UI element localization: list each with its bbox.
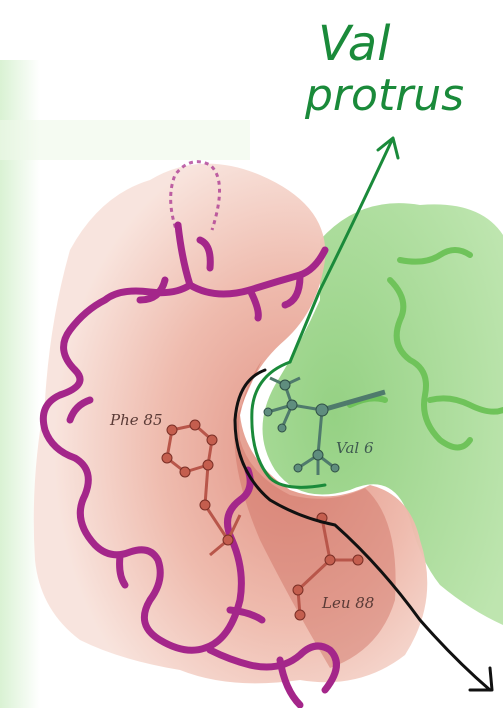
annotation-line1: Val	[318, 16, 391, 72]
top-green-wash	[0, 120, 250, 160]
phe85-label: Phe 85	[109, 411, 163, 429]
leu88-label: Leu 88	[321, 594, 374, 612]
val6-label: Val 6	[336, 439, 374, 457]
annotation-line2: protrus	[304, 70, 464, 121]
